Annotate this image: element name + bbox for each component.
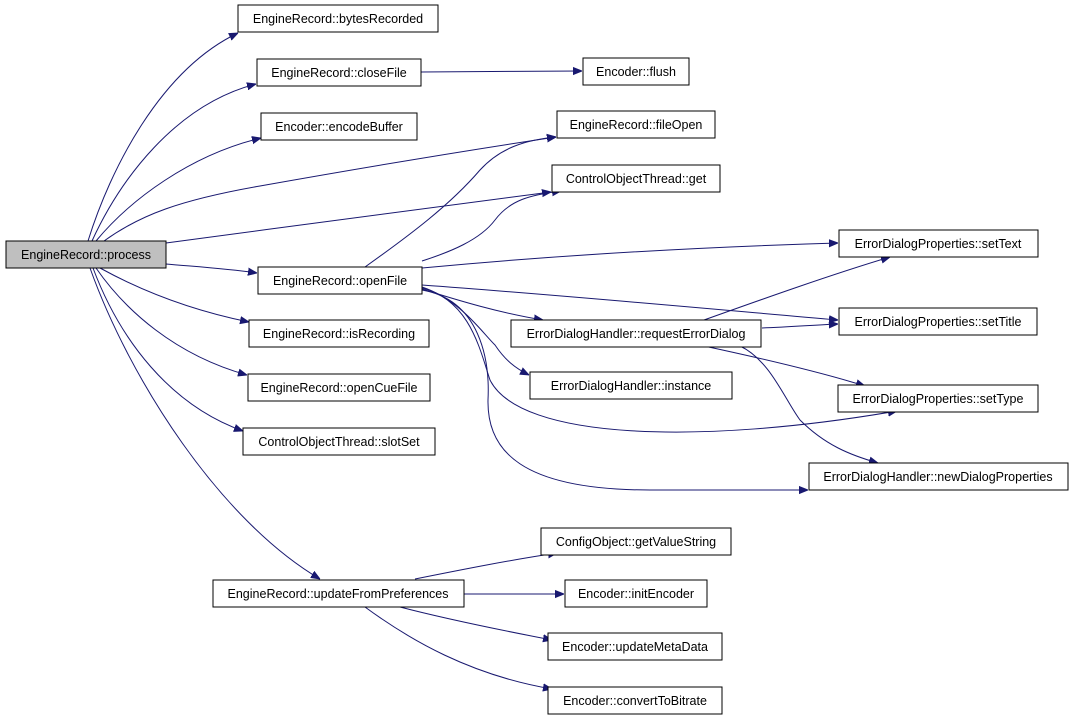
edge-process-updateFromPreferences [89, 267, 320, 579]
node-bytesRecorded[interactable]: EngineRecord::bytesRecorded [237, 4, 439, 33]
node-label: ErrorDialogProperties::setTitle [855, 315, 1022, 329]
edge-openFile-fileOpen [364, 137, 556, 268]
node-getValueString[interactable]: ConfigObject::getValueString [540, 527, 732, 556]
edge-requestErrorDialog-newDialogProperties [739, 345, 878, 463]
node-label: EngineRecord::bytesRecorded [253, 12, 423, 26]
node-label: Encoder::encodeBuffer [275, 120, 403, 134]
node-closeFile[interactable]: EngineRecord::closeFile [256, 58, 422, 87]
node-cotGet[interactable]: ControlObjectThread::get [551, 164, 721, 193]
node-label: EngineRecord::isRecording [263, 327, 415, 341]
node-isRecording[interactable]: EngineRecord::isRecording [248, 319, 430, 348]
edge-updateFromPreferences-convertToBitrate [364, 606, 552, 689]
edge-requestErrorDialog-setTitle [761, 324, 838, 328]
node-label: Encoder::flush [596, 65, 676, 79]
node-instance[interactable]: ErrorDialogHandler::instance [529, 371, 733, 400]
node-label: ControlObjectThread::get [566, 172, 707, 186]
node-label: Encoder::convertToBitrate [563, 694, 707, 708]
node-flush[interactable]: Encoder::flush [582, 57, 690, 86]
node-slotSet[interactable]: ControlObjectThread::slotSet [242, 427, 436, 456]
edge-updateFromPreferences-getValueString [414, 553, 557, 580]
node-label: ErrorDialogHandler::newDialogProperties [823, 470, 1052, 484]
edge-process-bytesRecorded [87, 33, 238, 242]
node-requestErrorDialog[interactable]: ErrorDialogHandler::requestErrorDialog [510, 319, 762, 348]
edges [87, 33, 897, 689]
edge-openFile-setType [421, 287, 897, 433]
edge-process-fileOpen [103, 137, 556, 242]
node-label: EngineRecord::process [21, 248, 151, 262]
edge-process-openCueFile [95, 267, 247, 375]
node-initEncoder[interactable]: Encoder::initEncoder [564, 579, 708, 608]
edge-process-slotSet [92, 267, 243, 431]
node-label: EngineRecord::updateFromPreferences [228, 587, 449, 601]
edge-openFile-setTitle [421, 284, 838, 320]
edge-updateFromPreferences-updateMetaData [399, 606, 552, 640]
node-fileOpen[interactable]: EngineRecord::fileOpen [556, 110, 716, 139]
node-label: ErrorDialogHandler::instance [551, 379, 712, 393]
node-label: ConfigObject::getValueString [556, 535, 716, 549]
edge-openFile-newDialogProperties [421, 289, 808, 490]
node-updateMetaData[interactable]: Encoder::updateMetaData [547, 632, 723, 661]
node-label: ErrorDialogProperties::setText [855, 237, 1022, 251]
node-openCueFile[interactable]: EngineRecord::openCueFile [247, 373, 431, 402]
edge-openFile-requestErrorDialog [421, 288, 543, 320]
nodes: EngineRecord::process EngineRecord::byte… [5, 4, 1069, 715]
edge-process-cotGet [165, 192, 551, 244]
edge-process-encodeBuffer [95, 138, 261, 242]
node-label: EngineRecord::openFile [273, 274, 407, 288]
edge-openFile-setText [421, 243, 838, 269]
node-encodeBuffer[interactable]: Encoder::encodeBuffer [260, 112, 418, 141]
node-label: EngineRecord::fileOpen [570, 118, 703, 132]
node-label: ControlObjectThread::slotSet [258, 435, 420, 449]
edge-process-closeFile [91, 84, 256, 242]
node-label: EngineRecord::closeFile [271, 66, 407, 80]
node-label: Encoder::initEncoder [578, 587, 694, 601]
node-label: ErrorDialogHandler::requestErrorDialog [527, 327, 746, 341]
node-openFile[interactable]: EngineRecord::openFile [257, 266, 423, 295]
node-setTitle[interactable]: ErrorDialogProperties::setTitle [838, 307, 1038, 336]
node-process[interactable]: EngineRecord::process [5, 240, 167, 269]
node-label: Encoder::updateMetaData [562, 640, 708, 654]
edge-openFile-cotGet [421, 191, 561, 262]
node-setType[interactable]: ErrorDialogProperties::setType [837, 384, 1039, 413]
edge-requestErrorDialog-setText [703, 257, 890, 321]
edge-requestErrorDialog-setType [703, 345, 865, 386]
edge-process-isRecording [99, 267, 249, 322]
node-label: ErrorDialogProperties::setType [853, 392, 1024, 406]
edge-process-openFile [165, 263, 257, 273]
node-convertToBitrate[interactable]: Encoder::convertToBitrate [547, 686, 723, 715]
node-updateFromPreferences[interactable]: EngineRecord::updateFromPreferences [212, 579, 465, 608]
node-label: EngineRecord::openCueFile [260, 381, 417, 395]
edge-closeFile-flush [420, 71, 582, 72]
node-setText[interactable]: ErrorDialogProperties::setText [838, 229, 1039, 258]
node-newDialogProperties[interactable]: ErrorDialogHandler::newDialogProperties [808, 462, 1069, 491]
